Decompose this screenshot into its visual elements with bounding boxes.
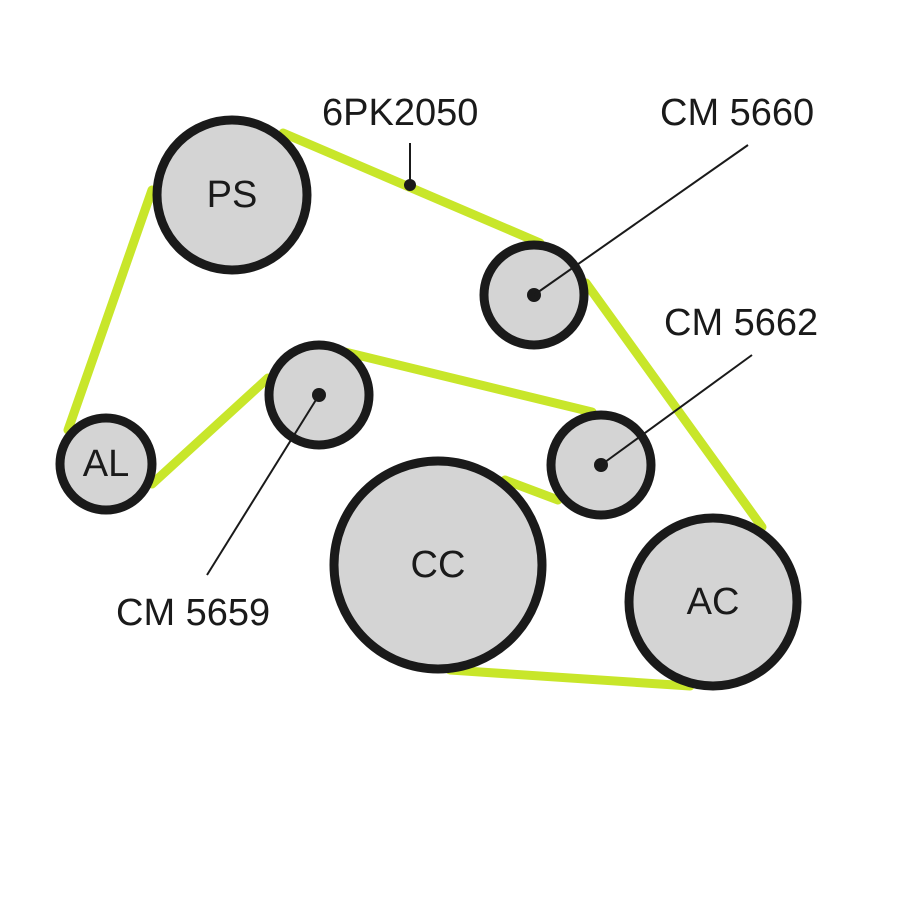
- pulley-al: AL: [55, 413, 157, 515]
- belt-segment-cc-to-cm5662: [500, 475, 563, 505]
- pulley-ps: PS: [152, 115, 312, 275]
- belt: [63, 128, 767, 691]
- cm5662-label: CM 5662: [664, 302, 818, 344]
- cm5660-label: CM 5660: [660, 92, 814, 134]
- pulley-al-label: AL: [83, 443, 129, 485]
- belt-segment-al-to-ps: [63, 185, 157, 435]
- leader-cm5660: [533, 144, 749, 296]
- belt-segment-cm5659-to-al: [147, 373, 273, 489]
- belt-part-number-label: 6PK2050: [322, 92, 478, 134]
- belt-segment-cm5662-to-cm5659: [340, 347, 597, 417]
- leader-lines: [206, 143, 753, 576]
- pulley-cc: CC: [329, 456, 547, 674]
- leader-cm5659: [206, 394, 320, 576]
- belt-segment-cm5660-to-ac: [581, 278, 767, 532]
- cm5659-label: CM 5659: [116, 592, 270, 634]
- pulley-cc-label: CC: [411, 544, 466, 586]
- leader-cm5662: [600, 354, 753, 466]
- belt-segment-ac-to-cc: [445, 665, 695, 691]
- pulley-ps-label: PS: [207, 174, 258, 216]
- pulley-ac: AC: [624, 513, 802, 691]
- leader-belt-dot: [404, 179, 416, 191]
- pulley-ac-label: AC: [687, 581, 740, 623]
